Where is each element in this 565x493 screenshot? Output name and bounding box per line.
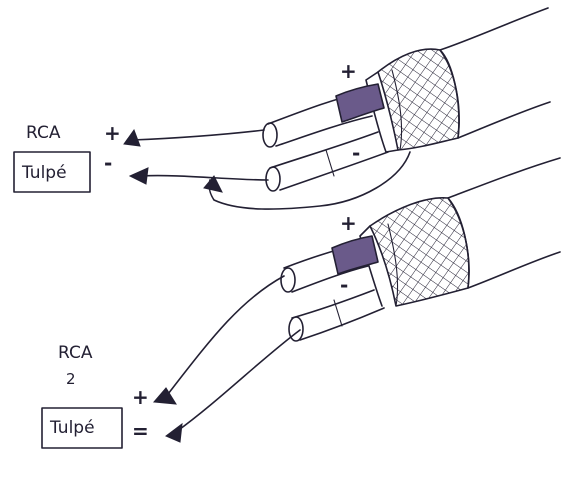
top-core-plus-conductor xyxy=(335,83,385,123)
bottom-connector: RCA 2 Tulpé + = xyxy=(41,343,183,449)
top-cable-minus-mark: - xyxy=(352,141,360,165)
bottom-connector-body xyxy=(41,407,123,449)
bottom-cable: + - xyxy=(167,157,561,433)
top-connector-body xyxy=(13,151,91,193)
bottom-connector-title: RCA xyxy=(58,343,93,363)
top-solder-shield-icon xyxy=(203,175,223,193)
bottom-connector-plus: + xyxy=(132,385,149,409)
top-cable: + - xyxy=(131,7,551,210)
bottom-cable-plus-mark: + xyxy=(340,211,357,235)
bottom-wire-minus xyxy=(175,329,301,433)
top-solder-minus-icon xyxy=(128,167,149,185)
top-wire-plus xyxy=(131,129,265,141)
bottom-wire-plus xyxy=(167,275,285,395)
top-cable-plus-mark: + xyxy=(340,59,357,83)
bottom-solder-plus-icon xyxy=(152,387,177,405)
top-connector: RCA Tulpé + - xyxy=(13,121,223,193)
top-wire-shield-return xyxy=(208,151,411,210)
bottom-connector-minus: = xyxy=(132,419,149,443)
top-connector-minus: - xyxy=(104,151,112,175)
top-connector-body-label: Tulpé xyxy=(21,163,67,183)
top-cable-braid xyxy=(377,48,460,151)
top-connector-title: RCA xyxy=(26,123,61,143)
bottom-cable-braid xyxy=(369,197,470,307)
bottom-connector-number: 2 xyxy=(66,370,76,388)
bottom-cable-minus-mark: - xyxy=(340,273,348,297)
bottom-solder-minus-icon xyxy=(165,422,183,443)
top-wire-minus xyxy=(139,174,269,181)
top-solder-plus-icon xyxy=(123,128,141,147)
top-connector-plus: + xyxy=(104,121,121,145)
bottom-core-minus xyxy=(291,289,385,341)
bottom-core-plus-conductor xyxy=(331,235,379,275)
bottom-connector-body-label: Tulpé xyxy=(49,418,95,438)
